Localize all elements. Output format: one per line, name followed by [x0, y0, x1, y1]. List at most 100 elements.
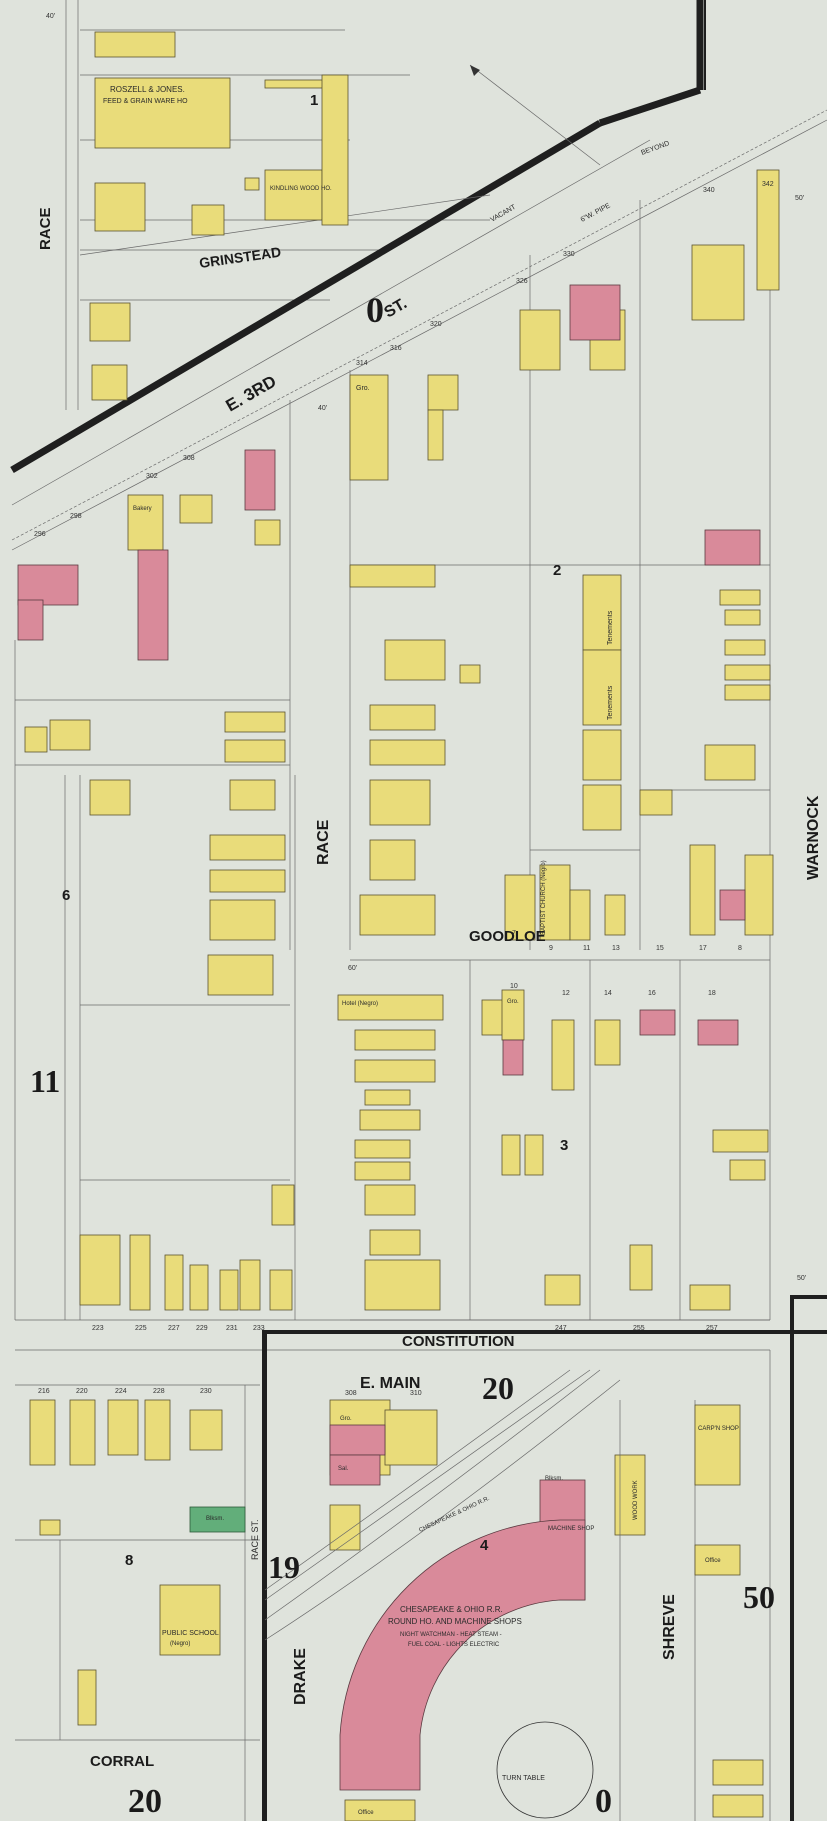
building: [189, 1264, 209, 1311]
label-turn-table: TURN TABLE: [502, 1775, 545, 1782]
building: [459, 664, 481, 684]
building: [712, 1129, 769, 1153]
building: [329, 1504, 361, 1551]
address: 320: [430, 321, 442, 328]
address: 229: [196, 1325, 208, 1332]
building: [269, 1269, 293, 1311]
label-kindling: KINDLING WOOD HO.: [270, 186, 332, 192]
building: [629, 1244, 653, 1291]
building: [712, 1794, 764, 1818]
building: [271, 1184, 295, 1226]
width-label: 50': [795, 195, 804, 202]
street-widths: 40' 40' 50' 50' 60': [46, 13, 806, 1282]
carpenter-shop: [694, 1404, 741, 1486]
block-6: 6: [62, 887, 70, 904]
address: 298: [70, 513, 82, 520]
building: [129, 1234, 151, 1311]
office: [344, 1799, 416, 1821]
address: 233: [253, 1325, 265, 1332]
address: 230: [200, 1388, 212, 1395]
building: [427, 374, 459, 411]
street-constitution: CONSTITUTION: [402, 1333, 515, 1350]
building: [354, 1029, 436, 1051]
building: [69, 1399, 96, 1466]
building: [29, 1399, 56, 1466]
address: 247: [555, 1325, 567, 1332]
building: [582, 729, 622, 781]
tenements: [582, 574, 622, 651]
label-blksm-school: Blksm.: [206, 1516, 224, 1522]
building: [569, 284, 621, 341]
building: [321, 74, 349, 226]
block-numbers: 1 2 3 4 6 8: [62, 92, 568, 1569]
building: [481, 999, 505, 1036]
building: [364, 1089, 411, 1106]
building: [724, 609, 761, 626]
street-lines: [14, 0, 771, 1821]
address: 326: [516, 278, 528, 285]
building: [689, 1284, 731, 1311]
building: [17, 564, 79, 606]
address: 220: [76, 1388, 88, 1395]
building: [179, 494, 213, 524]
building: [369, 839, 416, 881]
building: [144, 1399, 171, 1461]
label-fuel: FUEL COAL - LIGHTS ELECTRIC: [408, 1642, 500, 1648]
building: [209, 834, 286, 861]
building: [79, 1234, 121, 1306]
building: [17, 599, 44, 641]
address: 17: [699, 945, 707, 952]
address: 223: [92, 1325, 104, 1332]
label-negro: (Negro): [170, 1641, 190, 1647]
building: [551, 1019, 575, 1091]
building: [364, 1259, 441, 1311]
width-label: 40': [318, 405, 327, 412]
kindling-wood-house: [264, 169, 323, 221]
building: [349, 564, 436, 588]
building: [519, 309, 561, 371]
grocery: [349, 374, 389, 481]
label-blksm-rr: Blksm.: [545, 1476, 563, 1482]
building: [724, 639, 766, 656]
building: [724, 684, 771, 701]
address-numbers: 296 298 302 308 314 316 320 326 330 340 …: [34, 181, 774, 1397]
building: [24, 726, 48, 753]
address: 9: [549, 945, 553, 952]
address: 296: [34, 531, 46, 538]
label-public-school: PUBLIC SCHOOL: [162, 1630, 219, 1637]
railroad-upper: [10, 0, 827, 551]
sheet-20-main: 20: [482, 1370, 514, 1406]
building: [639, 1009, 676, 1036]
address: 13: [612, 945, 620, 952]
building: [369, 779, 431, 826]
building: [719, 889, 746, 921]
building: [164, 1254, 184, 1311]
label-office-bottom: Office: [358, 1810, 374, 1816]
building: [504, 874, 536, 941]
building: [354, 1139, 411, 1159]
street-race-upper: RACE: [37, 207, 54, 250]
address: 308: [183, 455, 195, 462]
building: [189, 1409, 223, 1451]
sheet-0-bottom: 0: [595, 1783, 612, 1820]
building: [697, 1019, 739, 1046]
address: 310: [410, 1390, 422, 1397]
address: 10: [510, 983, 518, 990]
building: [94, 31, 176, 58]
building: [224, 739, 286, 763]
building: [427, 409, 444, 461]
sheet-50: 50: [743, 1579, 775, 1615]
address: 12: [562, 990, 570, 997]
chesapeake-roundhouse: [339, 1519, 586, 1791]
building: [89, 779, 131, 816]
label-feed-grain: FEED & GRAIN WARE HO: [103, 98, 188, 105]
width-label: 40': [46, 13, 55, 20]
label-night-watch: NIGHT WATCHMAN - HEAT STEAM -: [400, 1632, 502, 1638]
address: 231: [226, 1325, 238, 1332]
street-warnock: WARNOCK: [805, 795, 822, 880]
street-race-mid: RACE: [315, 819, 332, 865]
railroad-lower: [262, 1295, 827, 1821]
building: [369, 704, 436, 731]
address: 7: [512, 930, 516, 937]
